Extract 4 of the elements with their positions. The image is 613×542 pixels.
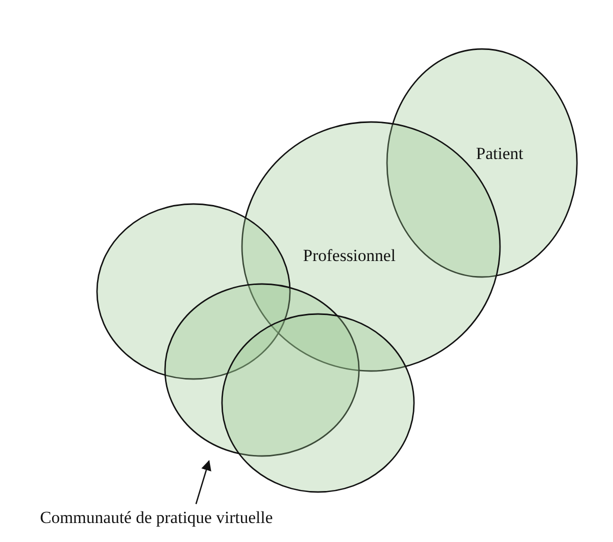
leader-arrow (195, 460, 212, 504)
set-label: Patient (476, 144, 524, 164)
caption-text: Communauté de pratique virtuelle (40, 508, 273, 528)
set-label: Professionnel (303, 246, 396, 266)
